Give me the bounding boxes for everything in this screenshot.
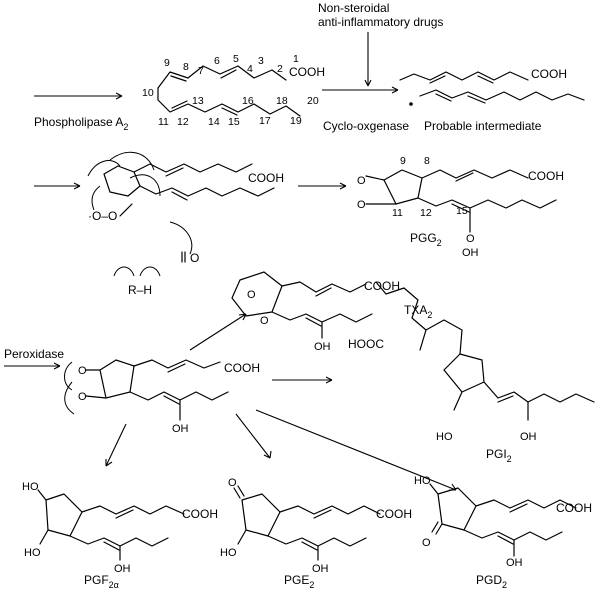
txa2-cooh: COOH bbox=[364, 279, 400, 293]
phospholipase-label: Phospholipase A2 bbox=[34, 115, 128, 132]
carbon-number-17: 17 bbox=[259, 115, 271, 127]
carbon-number-16: 16 bbox=[242, 95, 254, 107]
rh-label: R–H bbox=[128, 283, 152, 297]
carbon-number-6: 6 bbox=[214, 55, 220, 67]
arrow-to-txa2 bbox=[189, 313, 247, 351]
pgi2-oh: OH bbox=[520, 431, 537, 443]
pgg2-label: PGG2 bbox=[410, 231, 442, 248]
pgf2a-structure bbox=[37, 489, 185, 561]
carbon-number-19: 19 bbox=[290, 115, 302, 127]
pgd2-oh: OH bbox=[506, 557, 523, 569]
pgg2-number-8: 8 bbox=[424, 155, 430, 167]
pgf2a-label: PGF2α bbox=[84, 573, 119, 590]
carbon-number-12: 12 bbox=[177, 116, 189, 128]
pgh2-oxygen-bottom: O bbox=[78, 391, 87, 403]
pgh2-oxygen-top: O bbox=[78, 365, 87, 377]
pgi2-hooc: HOOC bbox=[348, 337, 384, 351]
cyclooxygenase-label: Cyclo-oxgenase bbox=[323, 119, 409, 133]
carbon-number-8: 8 bbox=[183, 61, 189, 73]
pge2-cooh: COOH bbox=[376, 507, 412, 521]
peroxidase-label: Peroxidase bbox=[4, 347, 64, 361]
txa2-oxygen-ring: O bbox=[260, 315, 269, 327]
carbon-number-9: 9 bbox=[164, 57, 170, 69]
pgi2-structure bbox=[375, 281, 595, 421]
carbon-number-18: 18 bbox=[276, 95, 288, 107]
carbon-number-15: 15 bbox=[228, 116, 240, 128]
pge2-ho: HO bbox=[220, 547, 237, 559]
arrow-to-pgf2a bbox=[105, 423, 127, 467]
arrow-to-pgd2 bbox=[255, 409, 457, 491]
pgg2-structure bbox=[365, 169, 557, 233]
pge2-oh: OH bbox=[312, 563, 329, 575]
arachidonic-cooh: COOH bbox=[289, 65, 325, 79]
pgd2-ho: HO bbox=[414, 475, 431, 487]
pgi2-label: PGI2 bbox=[486, 447, 512, 464]
pge2-ketone-o: O bbox=[228, 477, 237, 489]
carbon-number-3: 3 bbox=[258, 55, 264, 67]
txa2-label: TXA2 bbox=[404, 303, 432, 320]
pgh2-cooh: COOH bbox=[224, 361, 260, 375]
pgg2-cooh: COOH bbox=[528, 169, 564, 183]
carbon-number-5: 5 bbox=[233, 53, 239, 65]
pgf2a-ho-bottom: HO bbox=[24, 547, 41, 559]
pgi2-ho: HO bbox=[436, 431, 453, 443]
carbon-number-2: 2 bbox=[277, 63, 283, 75]
pgf2a-cooh: COOH bbox=[182, 507, 218, 521]
pgg2-ring-oxygen-bottom: O bbox=[357, 199, 366, 211]
pgg2-number-12: 12 bbox=[420, 207, 432, 219]
arachidonic-acid-structure bbox=[157, 65, 301, 117]
txa2-oh: OH bbox=[314, 341, 331, 353]
nsaid-label-line2: anti-inflammatory drugs bbox=[318, 15, 443, 29]
carbon-number-10: 10 bbox=[142, 87, 154, 99]
intermediate-cooh: COOH bbox=[531, 67, 567, 81]
arrow-to-pge2 bbox=[235, 413, 271, 459]
txa2-oxygen-bridge: O bbox=[247, 289, 256, 301]
pgf2a-ho-top: HO bbox=[22, 481, 39, 493]
txa2-structure bbox=[231, 271, 373, 339]
carbon-number-20: 20 bbox=[307, 95, 319, 107]
pgg2-ring-oxygen-top: O bbox=[357, 175, 366, 187]
probable-intermediate-label: Probable intermediate bbox=[424, 119, 542, 133]
carbonyl-oxygen: O bbox=[190, 251, 199, 265]
carbon-number-11: 11 bbox=[158, 116, 169, 128]
carbon-number-4: 4 bbox=[247, 63, 253, 75]
pgg2-number-15: 15 bbox=[456, 205, 468, 217]
pgh2-structure bbox=[64, 359, 229, 421]
pgd2-structure bbox=[429, 483, 577, 557]
pgf2a-oh: OH bbox=[114, 563, 131, 575]
carbon-number-7: 7 bbox=[198, 65, 204, 77]
rh-curl-arrows bbox=[113, 266, 161, 277]
pgd2-ketone-o: O bbox=[422, 537, 431, 549]
carbon-number-13: 13 bbox=[192, 95, 204, 107]
nsaid-label-line1: Non-steroidal bbox=[318, 1, 389, 15]
probable-intermediate-structure bbox=[399, 71, 585, 106]
pgd2-label: PGD2 bbox=[476, 573, 507, 590]
carbonyl-bond bbox=[181, 251, 186, 263]
radical-cooh: COOH bbox=[248, 171, 284, 185]
pgg2-number-11: 11 bbox=[392, 207, 403, 219]
pgh2-oh: OH bbox=[172, 423, 189, 435]
pgg2-number-9: 9 bbox=[400, 155, 406, 167]
oxygen-radical: ·O–O bbox=[88, 209, 117, 223]
pge2-structure bbox=[233, 485, 381, 561]
pgg2-peroxy-oh: OH bbox=[462, 247, 479, 259]
radical-intermediate-structure bbox=[87, 151, 275, 255]
carbon-number-14: 14 bbox=[208, 116, 220, 128]
pge2-label: PGE2 bbox=[284, 573, 314, 590]
carbon-number-1: 1 bbox=[293, 53, 299, 65]
pgg2-peroxy-oxygen: O bbox=[466, 233, 475, 245]
pgd2-cooh: COOH bbox=[556, 501, 592, 515]
